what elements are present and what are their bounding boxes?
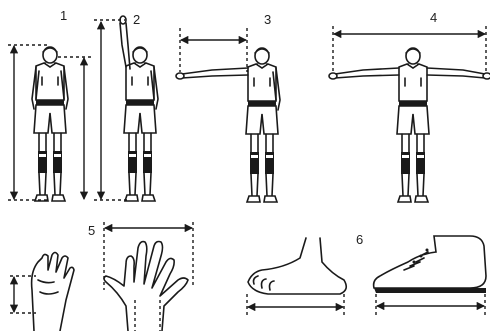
bare-foot	[247, 238, 346, 318]
panel-2-label: 2	[133, 12, 140, 27]
scout-figure-standing	[32, 47, 68, 201]
panel-6-label: 6	[356, 232, 363, 247]
panel-5-label: 5	[88, 223, 95, 238]
panel-4-label: 4	[430, 10, 437, 25]
scout-figure-one-arm-out	[176, 48, 280, 202]
panel-5-hand-measures: 5	[10, 222, 193, 331]
panel-1-height: 1	[8, 8, 92, 201]
hand-spread-fingers	[104, 222, 193, 331]
panel-6-foot-measures: 6	[247, 232, 486, 318]
panel-2-reach-height: 2	[94, 12, 158, 201]
hand-closed-fingers	[10, 253, 74, 331]
shoe	[374, 236, 486, 318]
scout-figure-arm-raised	[120, 16, 158, 201]
panel-3-arm-length: 3	[176, 12, 280, 202]
panel-1-label: 1	[60, 8, 67, 23]
scout-figure-arms-outstretched	[329, 48, 490, 202]
panel-4-arm-span: 4	[329, 10, 490, 202]
panel-3-label: 3	[264, 12, 271, 27]
